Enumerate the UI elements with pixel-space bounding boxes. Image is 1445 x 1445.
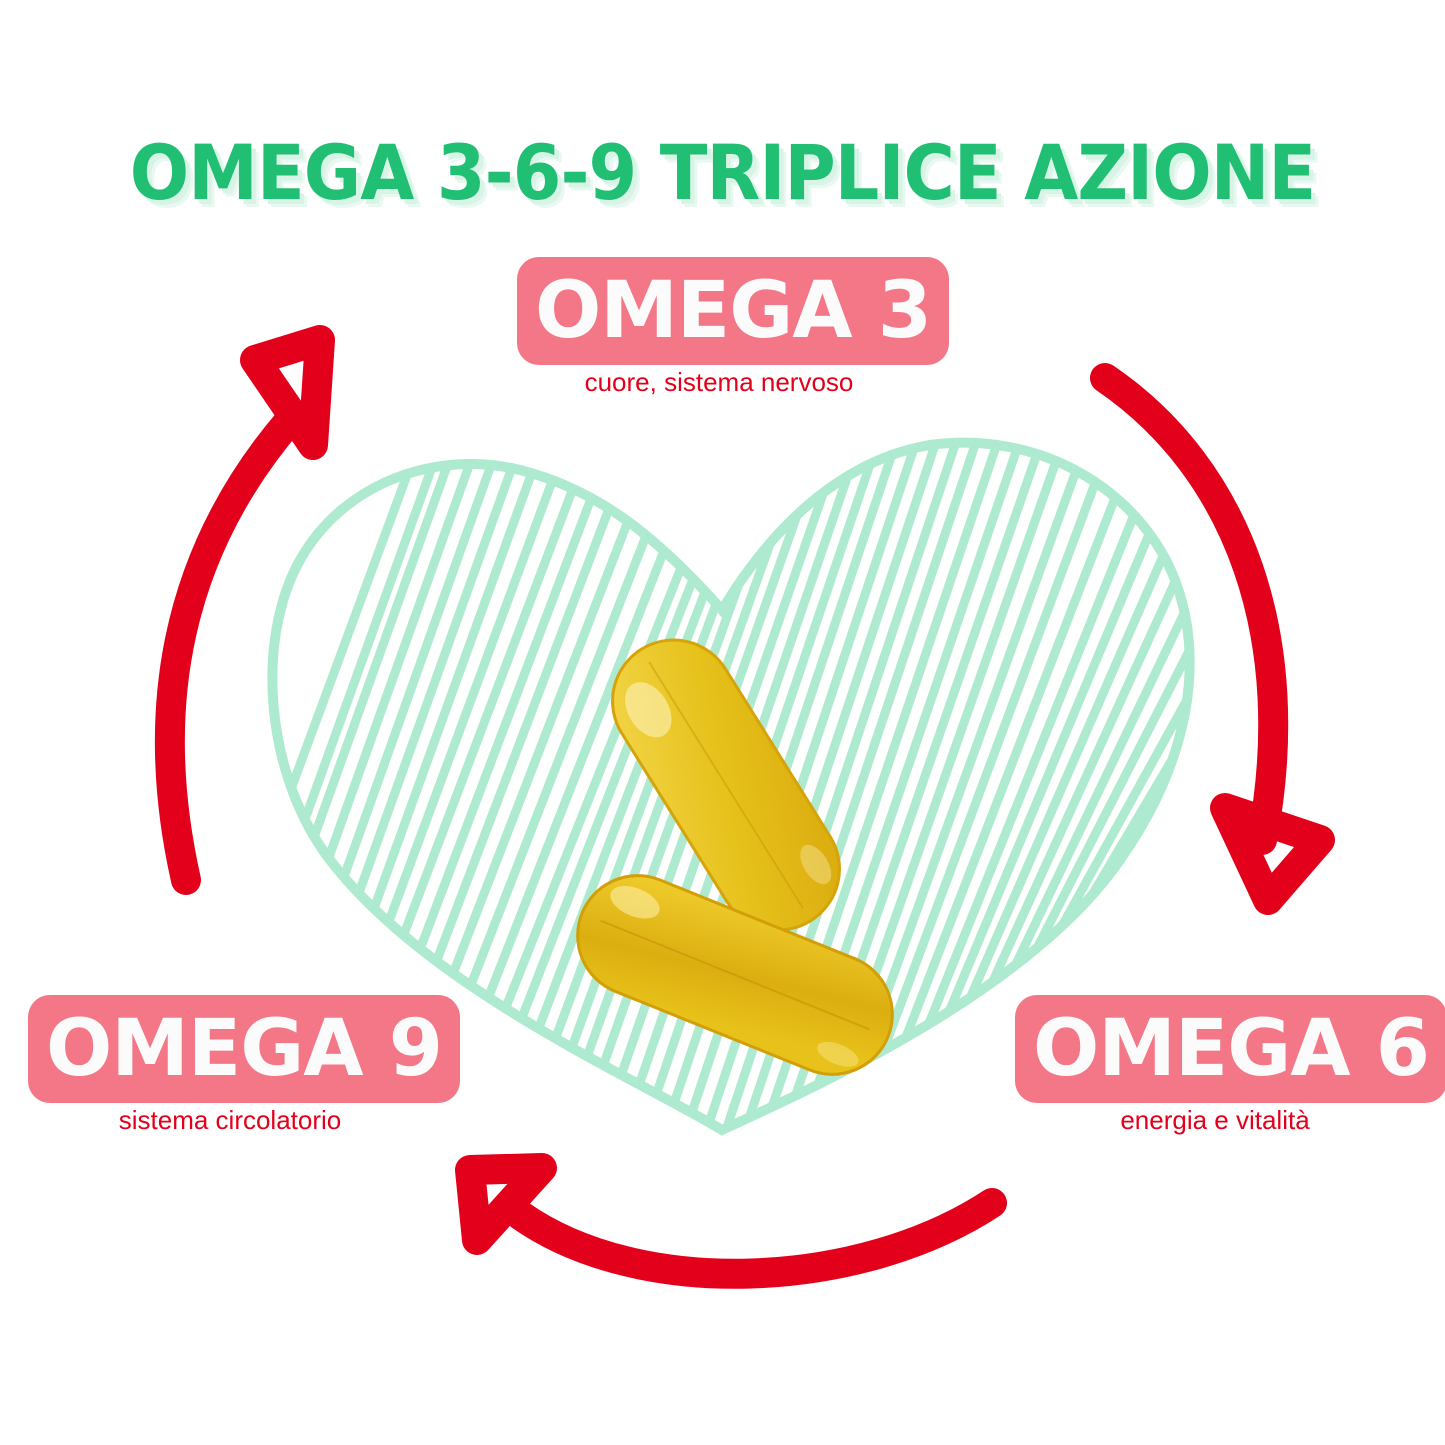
omega6-subtitle: energia e vitalità: [1120, 1105, 1310, 1135]
omega-softgel-capsules: [576, 638, 894, 1076]
omega3-block: OMEGA 3 cuore, sistema nervoso: [517, 257, 950, 397]
omega3-subtitle: cuore, sistema nervoso: [584, 367, 854, 397]
page-title: OMEGA 3-6-9 TRIPLICE AZIONE: [129, 128, 1316, 217]
omega6-badge: OMEGA 6: [1015, 995, 1445, 1103]
omega9-badge: OMEGA 9: [28, 995, 461, 1103]
arrow-omega3-to-omega6: [1090, 363, 1335, 915]
arrow-omega9-to-omega3: [154, 325, 335, 895]
omega9-subtitle: sistema circolatorio: [118, 1105, 342, 1135]
omega9-block: OMEGA 9 sistema circolatorio: [28, 995, 461, 1135]
omega6-block: OMEGA 6 energia e vitalità: [1015, 995, 1445, 1135]
omega3-badge: OMEGA 3: [517, 257, 950, 365]
arrow-omega6-to-omega9: [455, 1153, 1007, 1289]
